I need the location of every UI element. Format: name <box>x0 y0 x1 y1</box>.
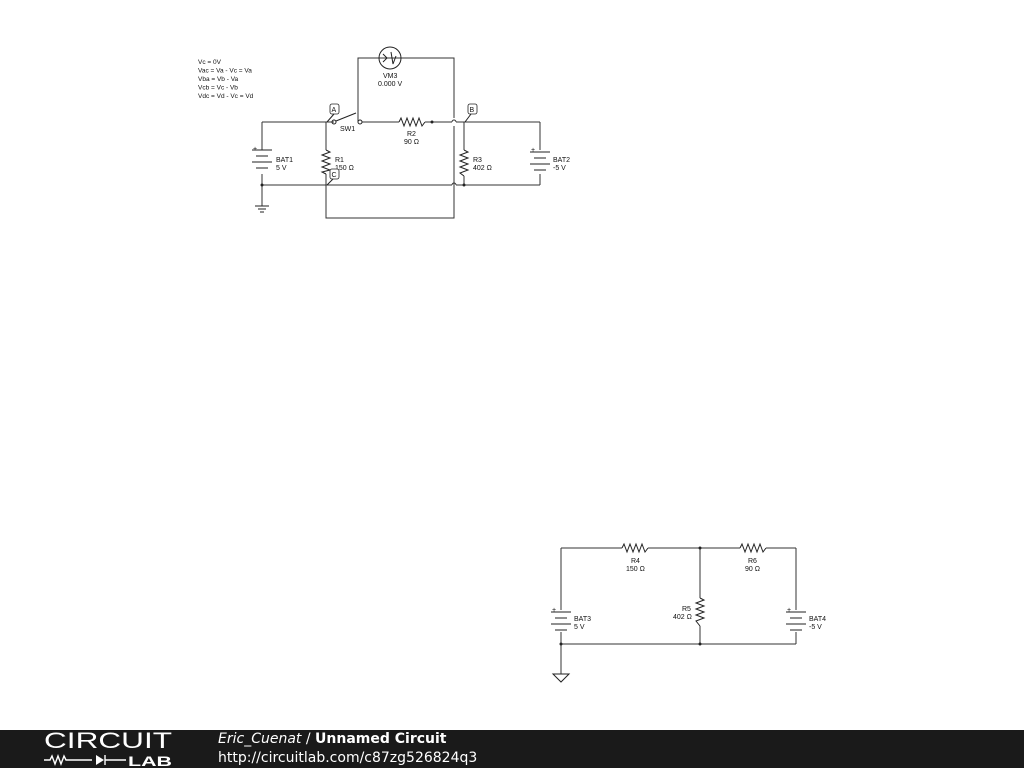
bat1-plus: + <box>253 146 257 153</box>
junction-dot <box>559 642 563 646</box>
resistor-r4[interactable]: R4 150 Ω <box>621 542 649 573</box>
schematic-canvas[interactable]: Vc = 0V Vac = Va - Vc = Va Vba = Vb - Va… <box>0 0 1024 730</box>
node-pointer-icon <box>326 178 334 186</box>
resistor-r2[interactable]: R2 90 Ω <box>398 116 426 146</box>
r6-value: 90 Ω <box>745 566 760 573</box>
battery-icon <box>530 151 550 171</box>
bat4-name: BAT4 <box>809 616 826 623</box>
battery-icon <box>551 611 571 631</box>
resistor-icon <box>694 597 706 627</box>
r5-name: R5 <box>682 606 691 613</box>
switch-contact-icon <box>357 119 363 125</box>
voltmeter-vm3[interactable]: VM3 0.000 V <box>378 46 402 88</box>
circuit-name[interactable]: Unnamed Circuit <box>315 731 447 747</box>
battery-icon <box>252 149 272 169</box>
vm3-name: VM3 <box>383 73 398 80</box>
wire <box>325 57 455 219</box>
logo-diode-bar-icon <box>104 755 126 765</box>
r3-name: R3 <box>473 157 482 164</box>
junction-dot <box>462 183 466 187</box>
ground-symbol <box>551 673 571 683</box>
bat1-value: 5 V <box>276 165 287 172</box>
circuitlab-logo[interactable]: CIRCUIT LAB <box>42 730 177 768</box>
resistor-r6[interactable]: R6 90 Ω <box>739 542 767 573</box>
battery-icon <box>786 611 806 631</box>
author-link[interactable]: Eric_Cuenat <box>218 731 302 747</box>
bat2-name: BAT2 <box>553 157 570 164</box>
r4-value: 150 Ω <box>626 566 645 573</box>
bat3-plus: + <box>552 607 556 614</box>
note-line: Vba = Vb - Va <box>198 76 239 83</box>
r5-value: 402 Ω <box>673 614 692 621</box>
junction-dot <box>260 183 264 187</box>
resistor-icon <box>621 542 649 554</box>
resistor-icon <box>739 542 767 554</box>
circuit-url[interactable]: http://circuitlab.com/c87zg526824q3 <box>218 750 478 766</box>
ground-icon <box>255 205 269 213</box>
node-c-text: C <box>332 172 337 179</box>
r1-name: R1 <box>335 157 344 164</box>
logo-resistor-icon <box>44 754 92 766</box>
wire-hop <box>451 182 457 186</box>
bat3-name: BAT3 <box>574 616 591 623</box>
note-line: Vcb = Vc - Vb <box>198 85 238 92</box>
voltage-notes: Vc = 0V Vac = Va - Vc = Va Vba = Vb - Va… <box>198 59 254 100</box>
ground-icon <box>551 673 571 683</box>
vm3-reading: 0.000 V <box>378 81 402 88</box>
circuit-title: Eric_Cuenat / Unnamed Circuit <box>218 731 447 747</box>
node-pointer-icon <box>326 113 335 123</box>
node-pointer-icon <box>464 113 472 123</box>
node-label-a[interactable]: A <box>326 103 340 123</box>
r3-value: 402 Ω <box>473 165 492 172</box>
switch-sw1[interactable]: SW1 <box>331 112 363 133</box>
r1-value: 150 Ω <box>335 165 354 172</box>
node-label-b[interactable]: B <box>464 103 478 123</box>
circuit-2: R4 150 Ω R6 90 Ω R5 402 Ω + BAT3 5 V + B… <box>551 542 826 683</box>
logo-bottom-text: LAB <box>128 753 172 768</box>
r2-name: R2 <box>407 131 416 138</box>
battery-bat4[interactable]: + BAT4 -5 V <box>786 607 826 631</box>
node-label-c[interactable]: C <box>326 168 340 186</box>
node-b-text: B <box>470 107 475 114</box>
battery-bat2[interactable]: + BAT2 -5 V <box>530 147 570 172</box>
r2-value: 90 Ω <box>404 139 419 146</box>
battery-bat1[interactable]: + BAT1 5 V <box>252 146 293 174</box>
resistor-icon <box>398 116 426 128</box>
note-line: Vac = Va - Vc = Va <box>198 68 252 75</box>
bat3-value: 5 V <box>574 624 585 631</box>
note-line: Vdc = Vd - Vc = Vd <box>198 93 254 100</box>
bat2-plus: + <box>531 147 535 154</box>
r4-name: R4 <box>631 558 640 565</box>
bat1-name: BAT1 <box>276 157 293 164</box>
title-separator: / <box>301 731 316 747</box>
junction-dot <box>698 546 702 550</box>
switch-blade-icon <box>335 112 357 122</box>
junction-dot <box>698 642 702 646</box>
r6-name: R6 <box>748 558 757 565</box>
resistor-icon <box>320 149 332 175</box>
note-line: Vc = 0V <box>198 59 222 66</box>
junction-dot <box>430 120 434 124</box>
ground-symbol <box>255 205 269 213</box>
switch-contact-icon <box>331 119 337 125</box>
battery-bat3[interactable]: + BAT3 5 V <box>551 607 591 631</box>
node-a-text: A <box>332 107 337 114</box>
wire-hop <box>451 119 457 123</box>
footer-bar: CIRCUIT LAB Eric_Cuenat / Unnamed Circui… <box>0 730 1024 768</box>
resistor-r3[interactable]: R3 402 Ω <box>458 149 492 177</box>
logo-top-text: CIRCUIT <box>44 730 172 753</box>
bat4-value: -5 V <box>809 624 822 631</box>
resistor-r5[interactable]: R5 402 Ω <box>673 597 706 627</box>
resistor-icon <box>458 149 470 177</box>
sw1-label: SW1 <box>340 126 355 133</box>
resistor-r1[interactable]: R1 150 Ω <box>320 149 354 175</box>
circuit-1: VM3 0.000 V SW1 R2 90 Ω R1 150 Ω R3 402 … <box>252 46 570 219</box>
bat2-value: -5 V <box>553 165 566 172</box>
voltmeter-icon <box>378 46 402 70</box>
bat4-plus: + <box>787 607 791 614</box>
logo-diode-icon <box>96 755 104 765</box>
voltmeter-glyph-icon <box>382 51 397 65</box>
